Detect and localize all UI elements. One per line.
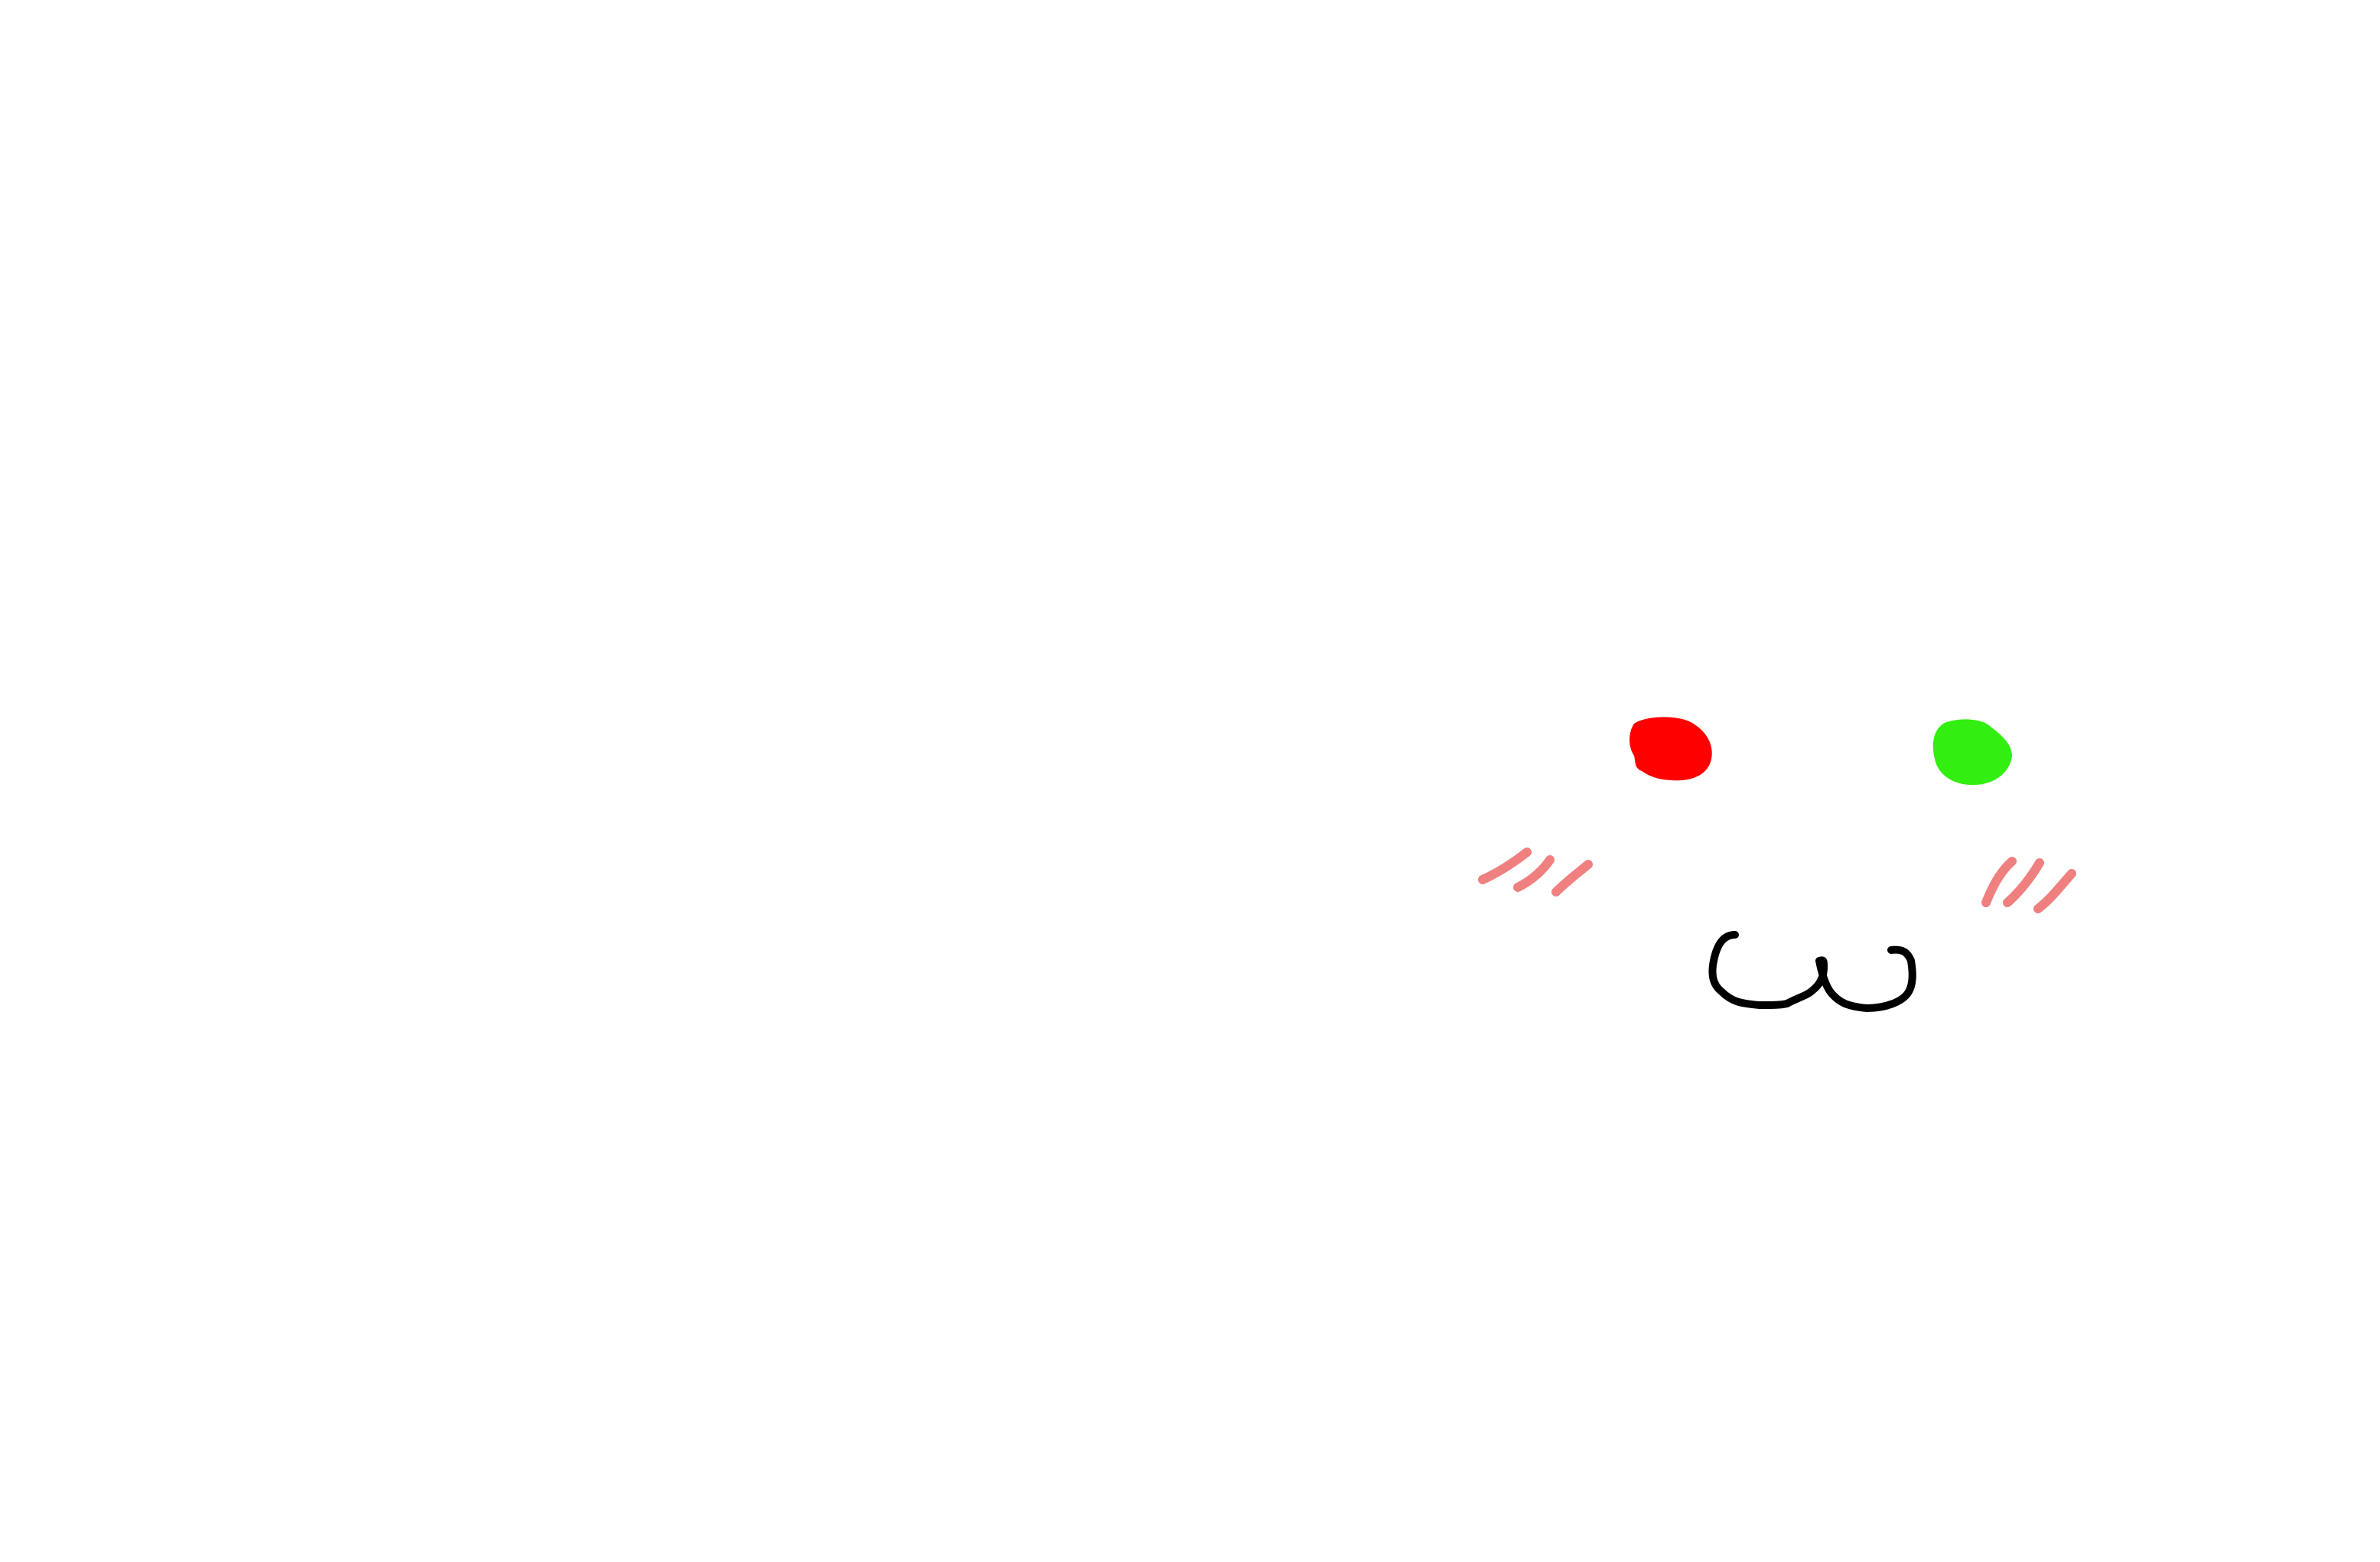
left-eye xyxy=(1630,717,1712,781)
right-blush xyxy=(1981,857,2076,913)
right-blush-stroke xyxy=(2033,869,2076,913)
right-eye xyxy=(1932,719,2012,786)
mouth xyxy=(1708,931,1916,1012)
left-blush xyxy=(1478,848,1593,897)
right-blush-stroke xyxy=(2003,858,2044,907)
left-blush-stroke xyxy=(1551,860,1593,897)
right-blush-stroke xyxy=(1981,857,2017,907)
left-blush-stroke xyxy=(1513,855,1555,892)
left-blush-stroke xyxy=(1478,848,1532,884)
